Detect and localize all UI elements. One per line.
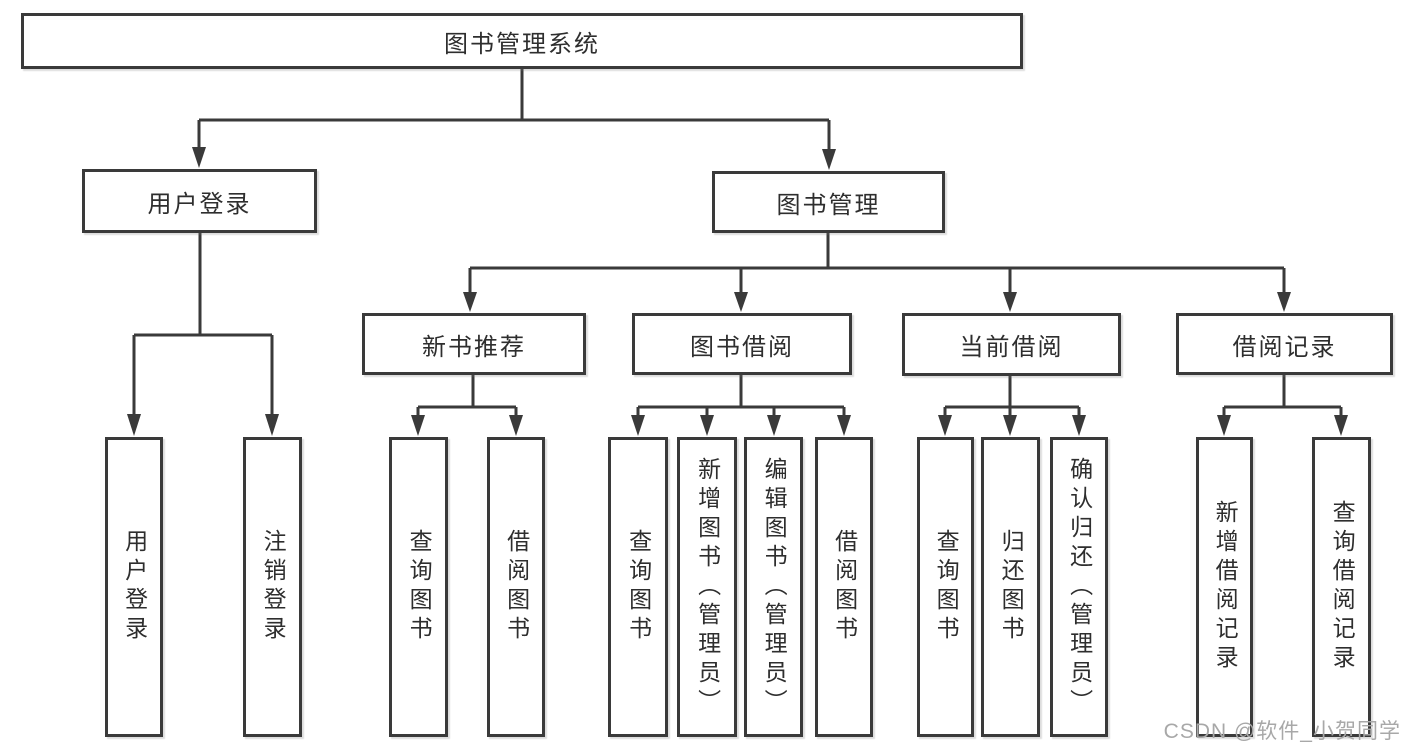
leaf-borrow-books-2: 借阅图书 [815, 437, 873, 737]
node-user-login-branch: 用户登录 [82, 169, 317, 233]
leaf-query-borrow-record: 查询借阅记录 [1312, 437, 1371, 737]
leaf-label: 注销登录 [260, 529, 287, 645]
leaf-label: 借阅图书 [503, 529, 530, 645]
node-book-borrowing: 图书借阅 [632, 313, 852, 375]
leaf-label: 用户登录 [121, 529, 148, 645]
node-book-management-branch: 图书管理 [712, 171, 945, 233]
leaf-confirm-return-admin: 确认归还（管理员） [1050, 437, 1108, 737]
node-borrowing-records: 借阅记录 [1176, 313, 1393, 375]
node-label: 新书推荐 [422, 333, 526, 361]
leaf-label: 编辑图书（管理员） [761, 456, 788, 718]
leaf-user-login: 用户登录 [105, 437, 163, 737]
csdn-watermark: CSDN @软件_小贺同学 [1163, 720, 1401, 743]
leaf-label: 查询图书 [625, 529, 652, 645]
leaf-label: 归还图书 [998, 529, 1025, 645]
leaf-edit-books-admin: 编辑图书（管理员） [744, 437, 803, 737]
node-current-borrowing: 当前借阅 [902, 313, 1121, 376]
leaf-label: 确认归还（管理员） [1066, 456, 1093, 718]
leaf-label: 查询图书 [406, 529, 433, 645]
node-label: 用户登录 [147, 190, 252, 218]
leaf-label: 查询借阅记录 [1329, 500, 1356, 674]
node-library-management-system: 图书管理系统 [21, 13, 1023, 69]
leaf-label: 借阅图书 [831, 529, 858, 645]
leaf-borrow-books-1: 借阅图书 [487, 437, 545, 737]
node-new-book-recommendation: 新书推荐 [362, 313, 586, 375]
leaf-query-books-3: 查询图书 [917, 437, 974, 737]
node-label: 当前借阅 [959, 334, 1064, 361]
leaf-label: 新增图书（管理员） [694, 456, 721, 718]
leaf-label: 查询图书 [933, 529, 960, 645]
leaf-logout: 注销登录 [243, 437, 302, 737]
node-label: 图书借阅 [690, 333, 794, 361]
node-label: 图书管理 [776, 191, 881, 219]
node-label: 借阅记录 [1232, 333, 1337, 361]
leaf-add-borrow-record: 新增借阅记录 [1196, 437, 1253, 737]
leaf-return-books: 归还图书 [981, 437, 1040, 737]
leaf-add-books-admin: 新增图书（管理员） [677, 437, 737, 737]
leaf-label: 新增借阅记录 [1212, 500, 1239, 674]
node-label: 图书管理系统 [444, 30, 600, 58]
leaf-query-books-2: 查询图书 [608, 437, 668, 737]
leaf-query-books-1: 查询图书 [389, 437, 448, 737]
